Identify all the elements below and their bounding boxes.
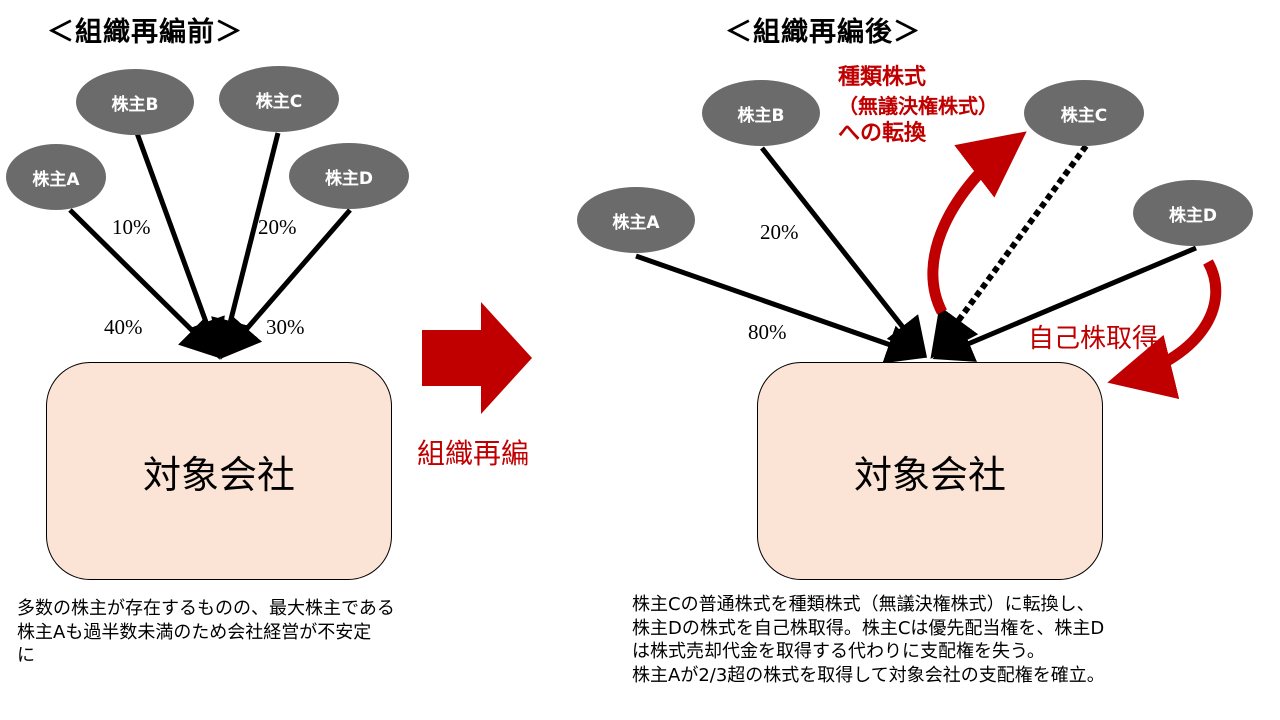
pct-c-before: 20% (258, 215, 297, 239)
conversion-note: 種類株式 （無議決権株式） への転換 (838, 64, 998, 148)
before-desc-line: 株主Aも過半数未満のため会社経営が不安定 (17, 621, 372, 643)
holder-c-before: 株主C (219, 66, 339, 132)
after-desc-line: 株主Aが2/3超の株式を取得して対象会社の支配権を確立。 (632, 664, 1105, 686)
before-desc-line: 多数の株主が存在するものの、最大株主である (17, 598, 395, 619)
edge-c-after (930, 144, 1089, 359)
holder-a-before: 株主A (6, 144, 106, 210)
holder-a-after: 株主A (577, 187, 695, 253)
company-label-before: 対象会社 (142, 452, 295, 497)
buyback-note: 自己株取得 (1028, 324, 1159, 354)
transition-arrow (422, 302, 532, 414)
after-description: 株主Cの普通株式を種類株式（無議決権株式）に転換し、 株主Dの株式を自己株取得。… (632, 593, 1105, 687)
before-heading: ＜組織再編前＞ (47, 17, 243, 48)
pct-b-before: 10% (112, 215, 151, 239)
after-desc-line: は株式売却代金を取得する代わりに支配権を失う。 (632, 641, 1045, 662)
conversion-note-line: 種類株式 (838, 65, 927, 90)
before-desc-line: に (17, 645, 35, 666)
transition-label: 組織再編 (417, 437, 530, 470)
pct-a-before: 40% (104, 315, 143, 339)
company-box-before: 対象会社 (46, 362, 392, 580)
conversion-note-line: への転換 (838, 121, 927, 146)
buyback-curve-arrow (1107, 259, 1222, 399)
holder-b-after: 株主B (702, 80, 820, 146)
after-heading: ＜組織再編後＞ (725, 17, 921, 48)
after-desc-line: 株主Dの株式を自己株取得。株主Cは優先配当権を、株主D (632, 617, 1105, 639)
holder-c-after: 株主C (1024, 80, 1144, 146)
edge-d-before (220, 208, 352, 359)
edge-b-after (760, 146, 928, 358)
holder-d-after: 株主D (1133, 180, 1253, 246)
edge-b-before (134, 132, 225, 360)
conversion-note-line: （無議決権株式） (838, 94, 998, 118)
company-box-after: 対象会社 (757, 362, 1103, 580)
pct-b-after: 20% (760, 220, 799, 244)
pct-d-before: 30% (266, 315, 305, 339)
edge-a-after (635, 253, 927, 364)
conversion-curve-arrow (927, 131, 1027, 315)
after-desc-line: 株主Cの普通株式を種類株式（無議決権株式）に転換し、 (632, 594, 1095, 615)
edge-d-after (932, 245, 1197, 362)
pct-a-after: 80% (748, 320, 787, 344)
before-description: 多数の株主が存在するものの、最大株主である 株主Aも過半数未満のため会社経営が不… (17, 597, 395, 668)
company-label-after: 対象会社 (853, 452, 1006, 497)
holder-d-before: 株主D (289, 143, 409, 209)
holder-b-before: 株主B (76, 69, 194, 135)
